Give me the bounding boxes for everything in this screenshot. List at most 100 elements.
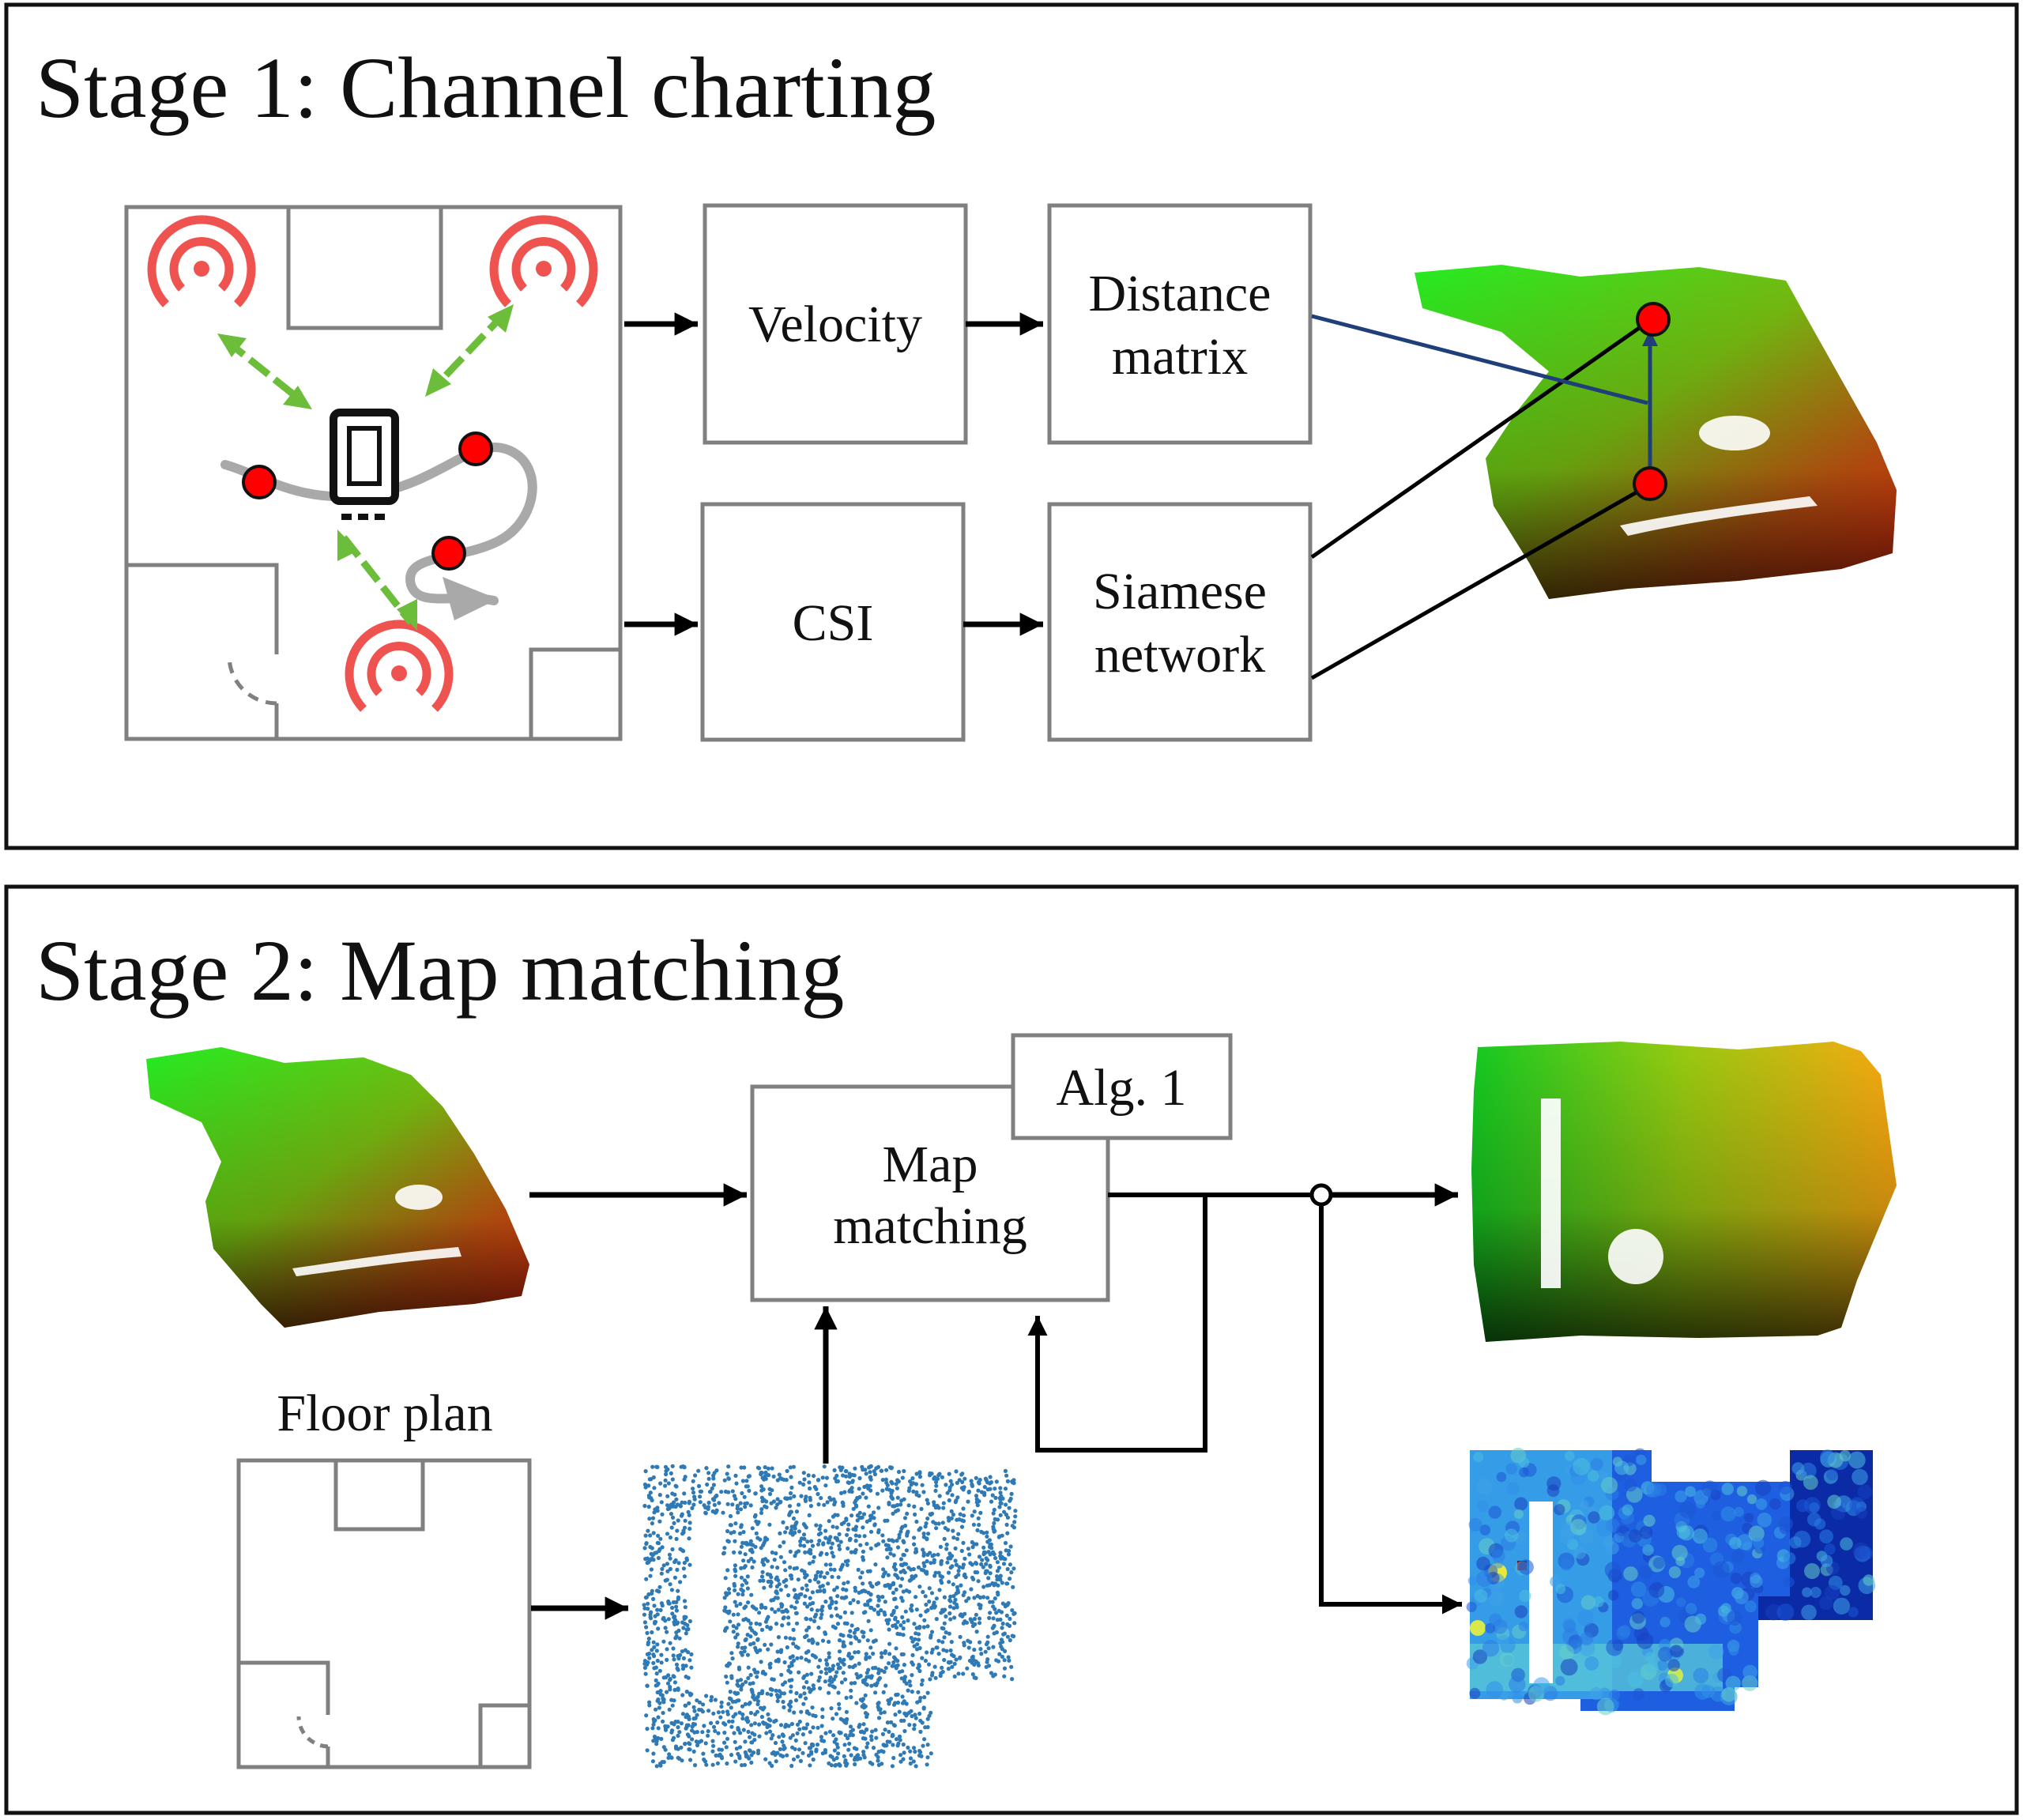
sample-dot (767, 1522, 772, 1527)
heatmap-cell (1646, 1660, 1659, 1674)
sample-dot (727, 1591, 732, 1596)
sample-dot (657, 1705, 661, 1710)
sample-dot (1011, 1584, 1015, 1589)
sample-dot (746, 1558, 751, 1563)
sample-dot (755, 1675, 759, 1679)
sample-dot (829, 1614, 834, 1618)
sample-dot (646, 1528, 650, 1533)
sample-dot (646, 1601, 650, 1606)
sample-dot (733, 1712, 738, 1716)
sample-dot (693, 1473, 698, 1478)
sample-dot (642, 1606, 647, 1611)
sample-dot (740, 1490, 744, 1496)
sample-dot (741, 1558, 746, 1563)
sample-dot (665, 1690, 669, 1694)
sample-dot (948, 1617, 953, 1622)
sample-dot (669, 1471, 673, 1475)
sample-dot (690, 1728, 695, 1733)
antenna-icon (147, 215, 256, 307)
sample-dot (653, 1551, 657, 1555)
sample-dot (738, 1731, 743, 1735)
sample-dot (810, 1590, 815, 1595)
sample-dot (905, 1533, 910, 1538)
sample-dot (816, 1532, 821, 1537)
sample-dot (650, 1546, 654, 1551)
sample-dot (977, 1602, 981, 1607)
sample-dot (721, 1720, 726, 1726)
sample-dot (715, 1761, 721, 1765)
sample-dot (742, 1649, 747, 1654)
sample-dot (928, 1677, 932, 1682)
sample-dot (929, 1751, 933, 1756)
heatmap-cell (1734, 1590, 1749, 1605)
sample-dot (919, 1682, 924, 1687)
sample-dot (768, 1665, 773, 1670)
heatmap-cell (1555, 1584, 1566, 1595)
sample-dot (752, 1514, 758, 1519)
sample-dot (740, 1682, 745, 1687)
sample-dot (988, 1487, 993, 1491)
sample-dot (912, 1622, 917, 1626)
sample-dot (979, 1562, 984, 1566)
sample-dot (984, 1562, 989, 1566)
sample-dot (922, 1737, 927, 1742)
sample-dot (648, 1616, 654, 1621)
sample-dot (642, 1665, 648, 1670)
sample-dot (748, 1682, 752, 1686)
sample-dot (978, 1647, 983, 1652)
sample-dot (709, 1694, 714, 1700)
sample-dot (810, 1637, 815, 1642)
chart-point-b (1633, 466, 1667, 501)
sample-dot (876, 1598, 881, 1603)
sample-dot (824, 1551, 829, 1556)
sample-dot (736, 1641, 740, 1646)
heatmap-cell (1601, 1476, 1618, 1494)
sample-dot (977, 1616, 982, 1621)
sample-dot (752, 1738, 757, 1743)
heatmap-cell (1491, 1549, 1505, 1562)
heatmap-cell (1665, 1673, 1679, 1688)
sample-dot (775, 1478, 780, 1483)
sample-dot (684, 1690, 689, 1694)
sample-dot (733, 1569, 738, 1573)
heatmap-cell (1614, 1460, 1629, 1475)
sample-dot (696, 1468, 701, 1473)
sample-dot (945, 1560, 950, 1565)
sample-dot (966, 1489, 971, 1494)
sample-dot (661, 1563, 666, 1568)
sample-dot (940, 1475, 944, 1479)
sample-dot (760, 1707, 766, 1712)
sample-dot (742, 1494, 747, 1499)
sample-dot (703, 1741, 708, 1746)
sample-dot (940, 1581, 944, 1585)
sample-dot (802, 1674, 807, 1679)
sample-dot (887, 1641, 892, 1646)
sample-dot (925, 1762, 929, 1767)
heatmap-cell (1514, 1497, 1528, 1511)
sample-dot (848, 1600, 853, 1606)
sample-dot (785, 1468, 789, 1473)
sample-dot (813, 1713, 818, 1719)
sample-dot (941, 1626, 946, 1631)
sample-dot (883, 1728, 887, 1732)
sample-dot (801, 1732, 806, 1737)
sample-dot (1012, 1566, 1016, 1571)
sample-dot (802, 1691, 807, 1696)
sample-dot (780, 1603, 785, 1607)
sample-dot (726, 1701, 731, 1706)
sample-dot (759, 1510, 764, 1515)
sample-dot (760, 1569, 765, 1574)
sample-dot (725, 1761, 729, 1766)
sample-dot (929, 1606, 934, 1611)
sample-dot (841, 1473, 846, 1478)
sample-dot (793, 1611, 799, 1615)
sample-dot (647, 1700, 652, 1705)
sample-dot (654, 1649, 659, 1653)
sample-dot (808, 1498, 812, 1502)
sample-dot (774, 1688, 778, 1693)
sample-dot (947, 1604, 953, 1609)
sample-dot (651, 1596, 656, 1601)
sample-dot (897, 1709, 902, 1714)
sample-dot (665, 1647, 669, 1652)
sample-dot (850, 1486, 854, 1490)
